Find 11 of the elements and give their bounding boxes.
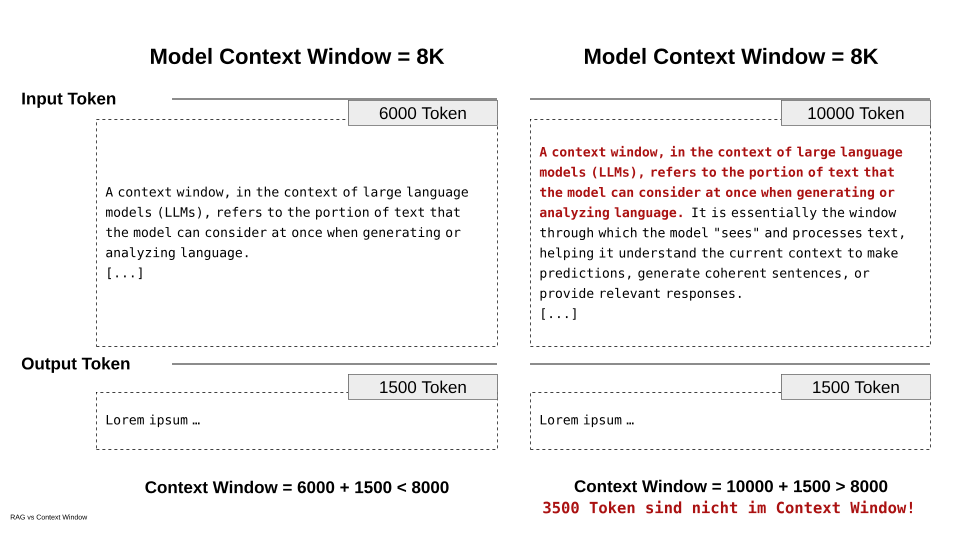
heading: Model Context Window = 8K [151,48,444,64]
token-badge: 6000 Token [348,100,498,126]
warning-text: 3500 Token sind nicht im Context Window! [543,500,912,514]
section-heading: Output Token [22,357,130,373]
token-badge: 10000 Token [781,100,931,126]
token-badge: 1500 Token [781,374,931,400]
token-badge: 1500 Token [348,374,498,400]
heading: Model Context Window = 8K [585,48,878,64]
equation-text: Context Window = 6000 + 1500 < 8000 [145,480,449,494]
section-heading: Input Token [22,92,116,108]
equation-text: Context Window = 10000 + 1500 > 8000 [574,480,888,492]
